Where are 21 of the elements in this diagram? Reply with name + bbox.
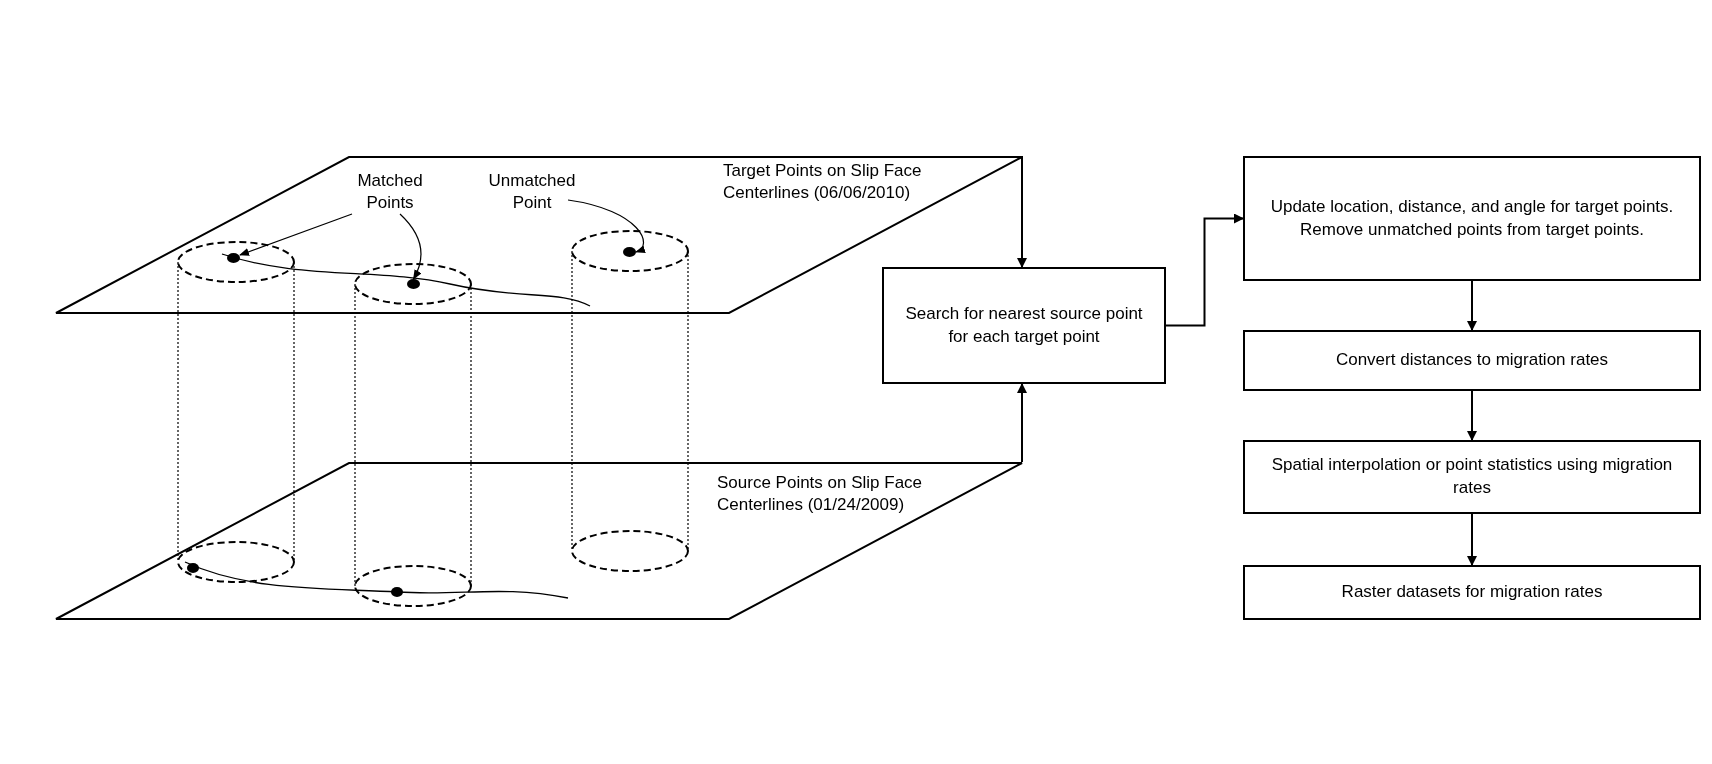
process-box: Convert distances to migration rates [1243,330,1701,391]
point-dot [227,253,240,263]
plane-caption: Source Points on Slip Face Centerlines (01/24/2009) [717,472,924,517]
plane-caption: Target Points on Slip Face Centerlines (06/06/2010) [723,160,923,205]
point-dot [623,247,636,257]
arrow [1467,280,1477,331]
arrow [1017,383,1027,463]
arrow [1467,513,1477,566]
callout-label: Matched Points [340,170,440,214]
point-dot [407,279,420,289]
arrow [1165,213,1244,327]
arrow [1467,390,1477,441]
process-box: Spatial interpolation or point statistics using migration rates [1243,440,1701,514]
process-box: Search for nearest source point for each target point [882,267,1166,384]
callout-label: Unmatched Point [482,170,582,214]
leader-arrow [239,213,353,256]
leader-arrow [399,213,422,280]
leader-arrow [567,199,646,253]
process-box: Raster datasets for migration rates [1243,565,1701,620]
process-box: Update location, distance, and angle for target points. Remove unmatched points from target points. [1243,156,1701,281]
arrow [1017,155,1027,268]
